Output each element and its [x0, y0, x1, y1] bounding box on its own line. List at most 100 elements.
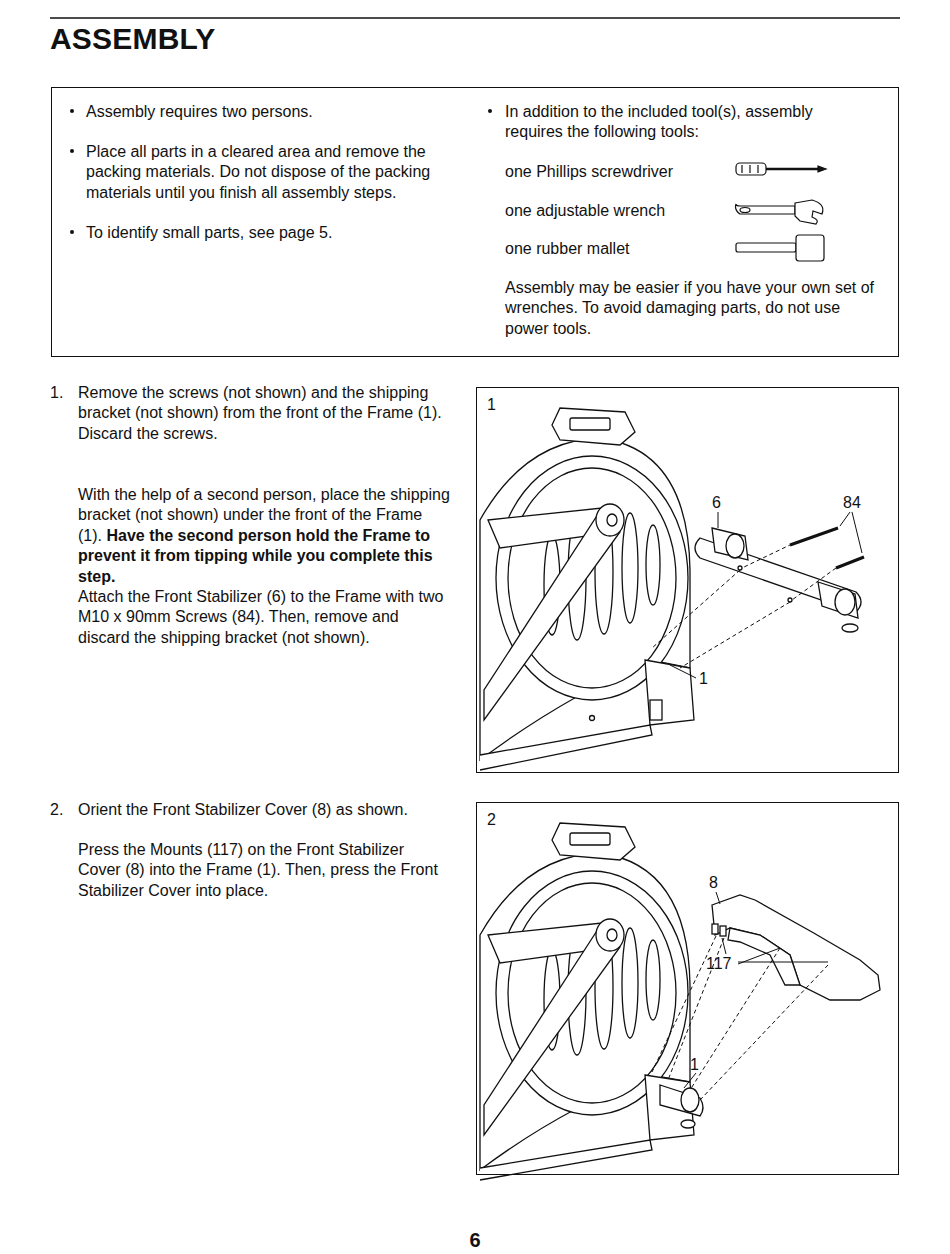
figure-two-drawing: [596, 919, 624, 951]
warning-text: Have the second person hold the Frame to…: [78, 527, 433, 585]
figure-two-drawing: [712, 924, 718, 934]
instruction-text: To identify small parts, see page 5.: [86, 223, 466, 243]
bullet-dots: [70, 109, 74, 113]
instruction-text: Place all parts in a cleared area and re…: [86, 142, 461, 203]
page-number: 6: [469, 1230, 480, 1250]
figure-one-drawing: [788, 598, 792, 602]
figure-one-drawing: [835, 589, 855, 615]
figure-one-drawing: [645, 660, 694, 725]
step-text: Attach the Front Stabilizer (6) to the F…: [78, 587, 450, 648]
figure-two-dashes: [700, 965, 828, 1100]
callout-number: 117: [706, 954, 732, 974]
figure-one-drawing: [552, 408, 635, 445]
tool-icons: [736, 163, 827, 261]
instruction-text: Assembly may be easier if you have your …: [505, 278, 885, 339]
callout-number: 1: [690, 1055, 699, 1075]
tool-icons: [818, 166, 826, 172]
figure-one-drawing: [480, 725, 652, 770]
figure-number: 1: [487, 395, 496, 415]
figure-one-leaders: [670, 665, 696, 678]
figure-one-drawing: [842, 624, 858, 632]
step-number: 1.: [50, 383, 63, 403]
step-text: With the help of a second person, place …: [78, 485, 450, 587]
figure-two-drawing: [728, 928, 800, 985]
figure-two-drawing: [660, 1085, 703, 1116]
figure-two-drawing: [570, 833, 610, 845]
figure-two-leaders: [722, 938, 726, 954]
figure-one-drawing: [480, 438, 690, 760]
instruction-text: Assembly requires two persons.: [86, 102, 466, 122]
callout-number: 84: [843, 493, 861, 513]
figure-one-drawing: [607, 514, 617, 526]
page-title: ASSEMBLY: [50, 22, 216, 56]
figure-one-drawing: [570, 418, 610, 430]
figure-two-leaders: [684, 1073, 696, 1088]
callout-number: 1: [699, 669, 708, 689]
instruction-text: In addition to the included tool(s), ass…: [505, 102, 855, 143]
figure-two-drawing: [681, 1088, 699, 1112]
tool-icons: [766, 168, 818, 171]
tool-icons: [757, 165, 758, 173]
figure-two-dashes: [690, 948, 780, 1090]
figure-one-drawing: [622, 513, 638, 623]
tool-icons: [736, 243, 796, 252]
figure-one-drawing: [650, 700, 662, 720]
figure-one-drawing: [818, 582, 858, 618]
figure-one-drawing: [726, 534, 744, 558]
figure-one-drawing: [508, 468, 676, 688]
figure-one-drawing: [484, 508, 620, 720]
figure-one-leaders: [718, 512, 719, 528]
instruction-text: one Phillips screwdriver: [505, 162, 725, 182]
figure-one-drawing: [790, 528, 838, 545]
figure-two-drawing: [681, 1120, 695, 1128]
figure-two-drawing: [712, 895, 880, 1000]
bullet-dots: [70, 230, 74, 234]
callout-number: 6: [712, 493, 721, 513]
figure-one-drawing: [646, 525, 660, 605]
figure-two-drawing: [484, 923, 620, 1135]
tool-icons: [749, 165, 750, 173]
figure-one-leaders: [852, 512, 862, 553]
step-text: Orient the Front Stabilizer Cover (8) as…: [78, 800, 450, 820]
tool-icons: [740, 208, 750, 213]
figure-one-drawing: [836, 557, 864, 568]
bullet-dots: [488, 109, 492, 113]
instructions-box: Assembly requires two persons. Place all …: [51, 87, 899, 357]
instruction-text: one rubber mallet: [505, 239, 725, 259]
tool-icons: [736, 204, 796, 214]
figure-one-leaders: [840, 512, 850, 526]
figure-one-dashes: [652, 544, 836, 668]
figure-one-drawing: [712, 528, 748, 560]
bullet-dots: [70, 109, 492, 234]
tool-icons: [741, 165, 742, 173]
figure-one-leaders: [670, 512, 862, 678]
rule-line: [50, 17, 900, 19]
figure-two-leaders: [716, 892, 720, 904]
step-number: 2.: [50, 800, 63, 820]
figure-panel: 1: [476, 387, 899, 773]
figure-two-drawing: [720, 926, 726, 936]
figure-one-dashes: [652, 570, 740, 648]
figure-two-leaders: [684, 892, 828, 1088]
figure-one-dashes: [742, 544, 792, 568]
figure-one-dashes: [792, 568, 836, 600]
figure-one-drawing: [590, 716, 595, 721]
figure-two-drawing: [552, 823, 635, 860]
figure-one-dashes: [680, 602, 790, 668]
callout-number: 8: [709, 873, 718, 893]
figure-two-drawing: [480, 1140, 652, 1180]
figure-two-leaders: [738, 962, 828, 963]
tool-icons: [736, 163, 766, 175]
figure-one-drawing: [738, 566, 742, 570]
figure-panel: 2: [476, 802, 899, 1175]
step-text: Press the Mounts (117) on the Front Stab…: [78, 840, 450, 901]
figure-two-drawing: [607, 929, 617, 941]
tool-icons: [795, 200, 823, 224]
rule-line: [50, 18, 900, 19]
figure-one-drawing: [596, 504, 624, 536]
figure-two-drawing: [480, 823, 880, 1180]
figure-two-drawing: [646, 940, 660, 1020]
bullet-dots: [70, 149, 74, 153]
figure-two-drawing: [508, 883, 676, 1103]
tool-icons: [796, 235, 824, 261]
